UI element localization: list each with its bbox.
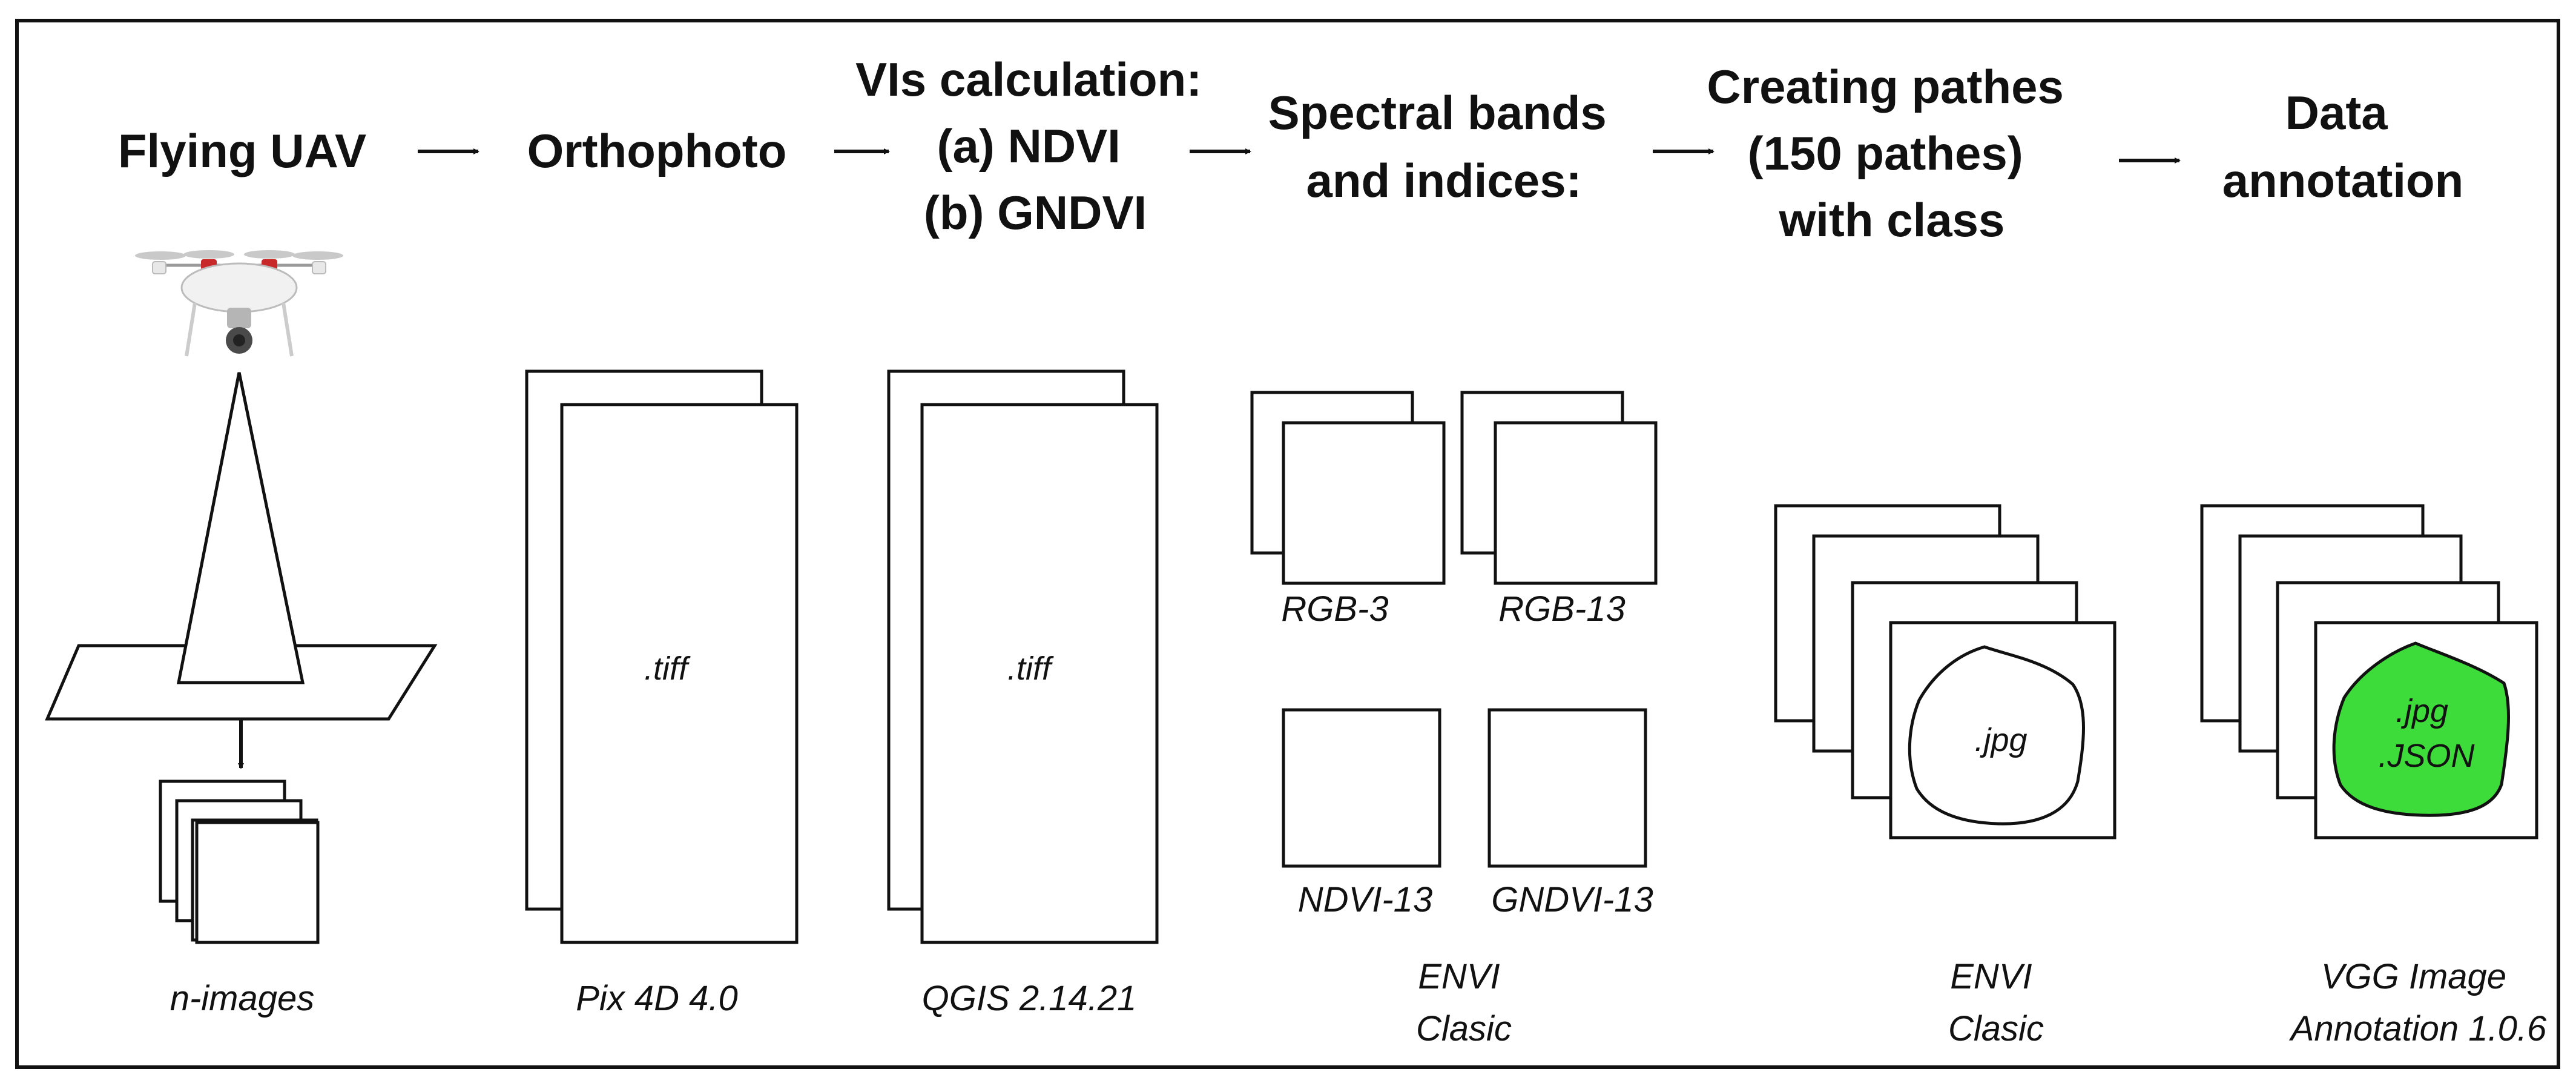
step-4-title: Spectral bands and indices:	[1268, 86, 1620, 207]
annotation-format: .jpg .JSON	[2378, 693, 2475, 774]
step-1-title: Flying UAV	[118, 124, 366, 177]
step-6-caption: VGG Image Annotation 1.0.6	[2289, 957, 2547, 1048]
gndvi-13-box	[1487, 708, 1647, 868]
step-3-title: VIs calculation: (a) NDVI (b) GNDVI	[855, 53, 1215, 239]
gndvi-13-label: GNDVI-13	[1491, 880, 1653, 919]
step-1-caption: n-images	[170, 979, 315, 1018]
drone-icon	[135, 250, 343, 357]
orthophoto-format: .tiff	[644, 650, 691, 687]
patch-outline	[1908, 645, 2085, 826]
step-4-caption: ENVI Clasic	[1416, 957, 1512, 1048]
vi-raster-front	[920, 403, 1159, 944]
image-footprint	[176, 372, 305, 684]
rgb-3-front	[1282, 421, 1446, 585]
rgb-13-front	[1494, 421, 1658, 585]
rgb-13-label: RGB-13	[1498, 589, 1626, 629]
step-5-caption: ENVI Clasic	[1948, 957, 2044, 1048]
n-images-stack	[159, 780, 320, 944]
vi-raster-format: .tiff	[1007, 650, 1054, 687]
ndvi-13-label: NDVI-13	[1298, 880, 1432, 919]
rgb-3-label: RGB-3	[1281, 589, 1388, 629]
step-6-title: Data annotation	[2222, 86, 2464, 207]
step-5-title: Creating pathes (150 pathes) with class	[1707, 60, 2077, 247]
ndvi-13-box	[1282, 708, 1441, 868]
patch-format: .jpg	[1974, 722, 2027, 758]
annotated-region	[2332, 641, 2510, 817]
diagram-frame	[15, 19, 2560, 1069]
step-3-caption: QGIS 2.14.21	[922, 979, 1137, 1018]
orthophoto-front	[560, 403, 799, 944]
step-2-title: Orthophoto	[527, 124, 787, 177]
step-2-caption: Pix 4D 4.0	[576, 979, 738, 1018]
